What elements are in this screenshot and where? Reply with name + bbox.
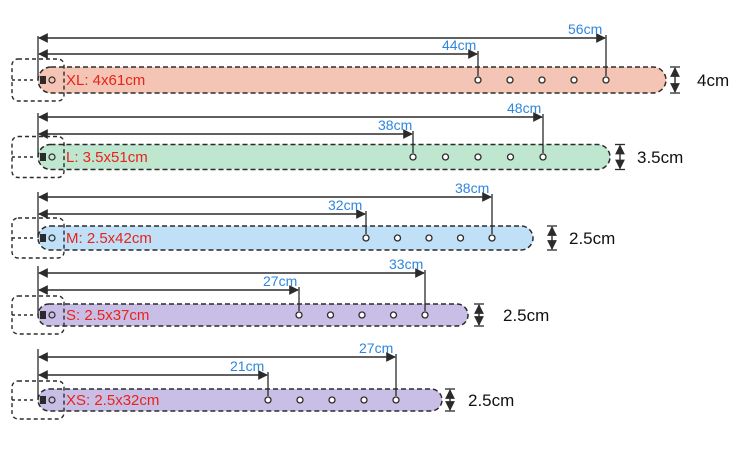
belt-1: L: 3.5x51cm 38cm 48cm 3.5cm — [11, 100, 683, 179]
buckle-rivet — [48, 234, 56, 242]
belt-0: XL: 4x61cm 44cm 56cm 4cm — [11, 21, 729, 102]
belt-size-label: XL: 4x61cm — [66, 72, 145, 89]
belt-size-label: M: 2.5x42cm — [66, 230, 152, 247]
belt-hole — [474, 153, 482, 161]
belt-hole — [506, 153, 515, 161]
belt-strap — [37, 388, 443, 412]
belt-width-label: 2.5cm — [569, 229, 615, 248]
buckle-rivet — [48, 153, 56, 161]
belt-hole — [326, 311, 335, 319]
short-length-label: 21cm — [230, 358, 264, 374]
buckle-rivet — [48, 76, 56, 84]
buckle-rivet — [48, 311, 56, 319]
long-length-label: 48cm — [507, 100, 541, 116]
belt-hole — [539, 153, 547, 161]
belt-hole — [358, 311, 366, 319]
belt-hole — [570, 76, 578, 84]
buckle-rivet — [48, 396, 56, 404]
belt-2: M: 2.5x42cm 32cm 38cm 2.5cm — [11, 180, 615, 259]
belt-4: XS: 2.5x32cm 21cm 27cm 2.5cm — [11, 340, 514, 420]
long-length-label: 27cm — [359, 340, 393, 356]
buckle-pin — [40, 153, 46, 161]
belt-hole — [296, 396, 304, 404]
belt-hole — [328, 396, 336, 404]
buckle-frame — [11, 135, 65, 179]
belt-hole — [421, 311, 429, 319]
short-length-label: 38cm — [378, 117, 412, 133]
belt-size-label: S: 2.5x37cm — [66, 307, 149, 324]
belt-size-label: XS: 2.5x32cm — [66, 392, 159, 409]
belt-hole — [441, 153, 450, 161]
short-length-label: 44cm — [442, 37, 476, 53]
belt-hole — [389, 311, 398, 319]
belt-hole — [362, 234, 370, 242]
long-length-label: 38cm — [455, 180, 489, 196]
buckle-pin — [40, 311, 46, 319]
belt-hole — [393, 234, 402, 242]
belt-hole — [360, 396, 368, 404]
belt-width-label: 4cm — [697, 71, 729, 90]
belt-hole — [392, 396, 400, 404]
belt-hole — [295, 311, 303, 319]
belt-width-label: 3.5cm — [637, 148, 683, 167]
belt-strap — [37, 225, 534, 251]
short-length-label: 27cm — [263, 273, 297, 289]
belt-hole — [474, 76, 482, 84]
belt-3: S: 2.5x37cm 27cm 33cm 2.5cm — [11, 256, 549, 335]
belt-hole — [506, 76, 514, 84]
belt-size-label: L: 3.5x51cm — [66, 149, 148, 166]
short-length-label: 32cm — [328, 197, 362, 213]
belt-width-label: 2.5cm — [468, 391, 514, 410]
buckle-pin — [40, 396, 46, 404]
belt-hole — [538, 76, 546, 84]
buckle-pin — [40, 234, 46, 242]
belt-hole — [602, 76, 610, 84]
buckle-frame — [11, 58, 65, 102]
belt-hole — [456, 234, 465, 242]
belt-hole — [488, 234, 496, 242]
belt-hole — [409, 153, 417, 161]
belt-width-label: 2.5cm — [503, 306, 549, 325]
long-length-label: 33cm — [389, 256, 423, 272]
buckle-pin — [40, 76, 46, 84]
belt-hole — [264, 396, 272, 404]
belt-hole — [425, 234, 433, 242]
long-length-label: 56cm — [568, 21, 602, 37]
